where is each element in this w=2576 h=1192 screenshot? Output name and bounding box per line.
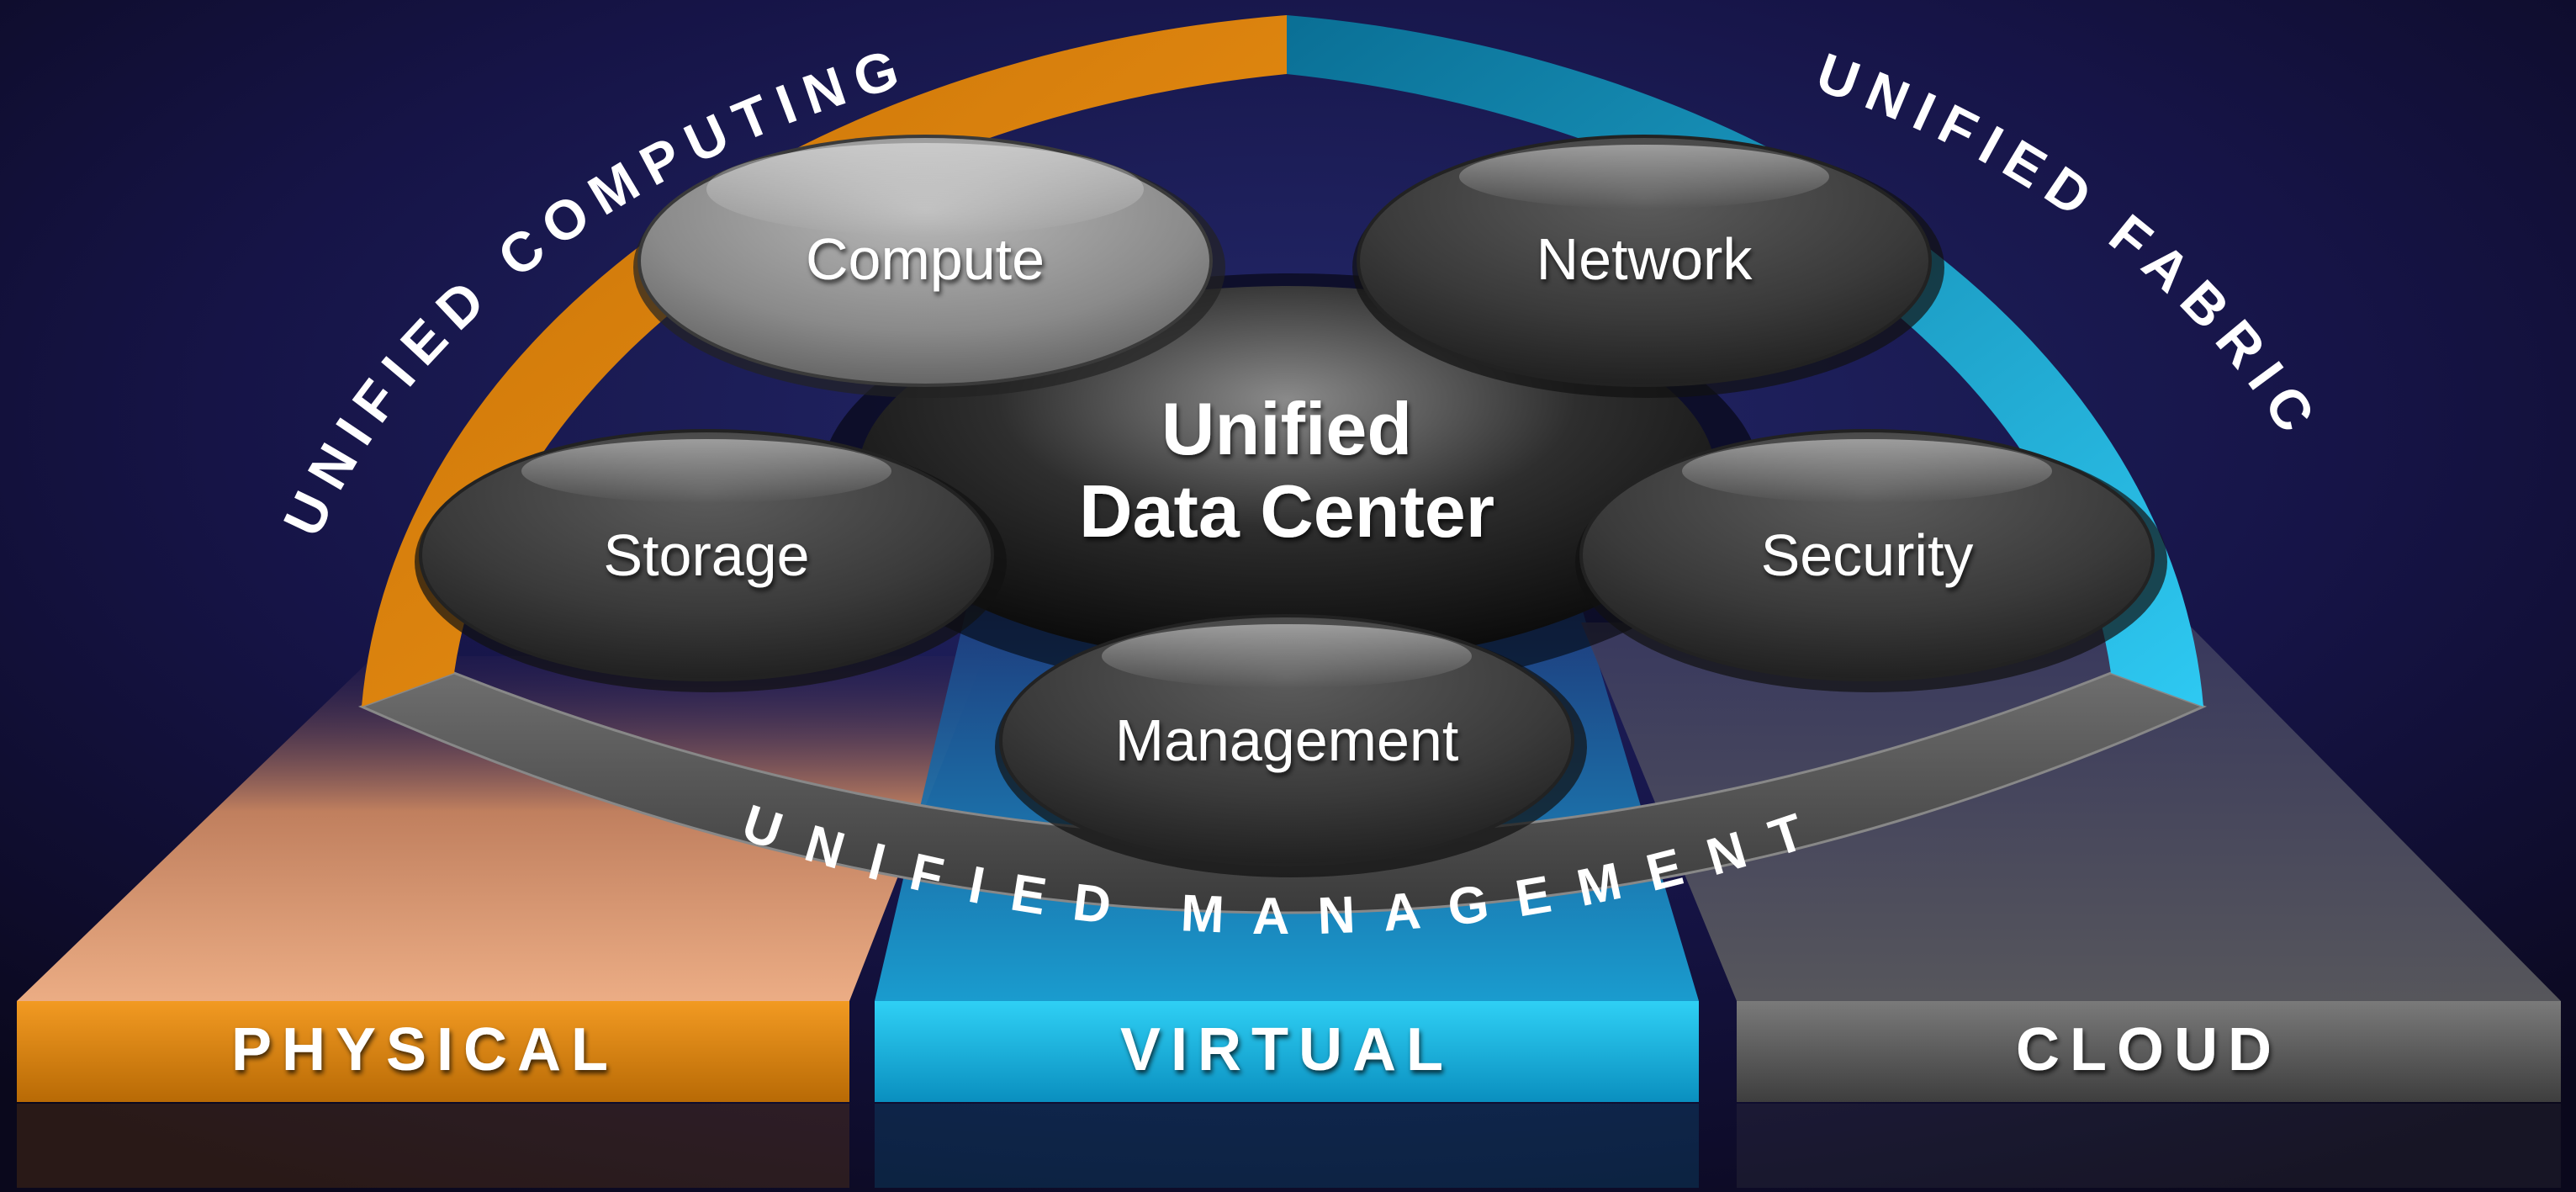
virtual-platform-front: [875, 1001, 1699, 1102]
physical-reflection: [17, 1104, 849, 1188]
security-label: Security: [1761, 522, 1974, 588]
security-node: Security: [1575, 429, 2167, 692]
cloud-platform-front: [1737, 1001, 2561, 1102]
virtual-reflection: [875, 1104, 1699, 1188]
physical-platform-front: [17, 1001, 849, 1102]
compute-node: Compute: [633, 135, 1225, 398]
management-node: Management: [995, 614, 1587, 877]
network-node: Network: [1352, 135, 1944, 398]
center-title-line1: Unified: [1161, 387, 1412, 470]
physical-platform-top: [17, 656, 984, 1001]
platform-label-virtual: VIRTUAL: [1120, 1016, 1453, 1083]
compute-label: Compute: [806, 226, 1045, 292]
cloud-reflection: [1737, 1104, 2561, 1188]
storage-label: Storage: [603, 522, 809, 588]
center-title-line2: Data Center: [1079, 469, 1494, 553]
platform-label-physical: PHYSICAL: [231, 1016, 618, 1083]
platform-label-cloud: CLOUD: [2016, 1016, 2282, 1083]
management-label: Management: [1115, 707, 1459, 773]
cloud-platform-top: [1581, 622, 2561, 1001]
unified-management-ring: [357, 671, 2207, 914]
network-label: Network: [1537, 226, 1753, 292]
storage-node: Storage: [415, 429, 1007, 692]
